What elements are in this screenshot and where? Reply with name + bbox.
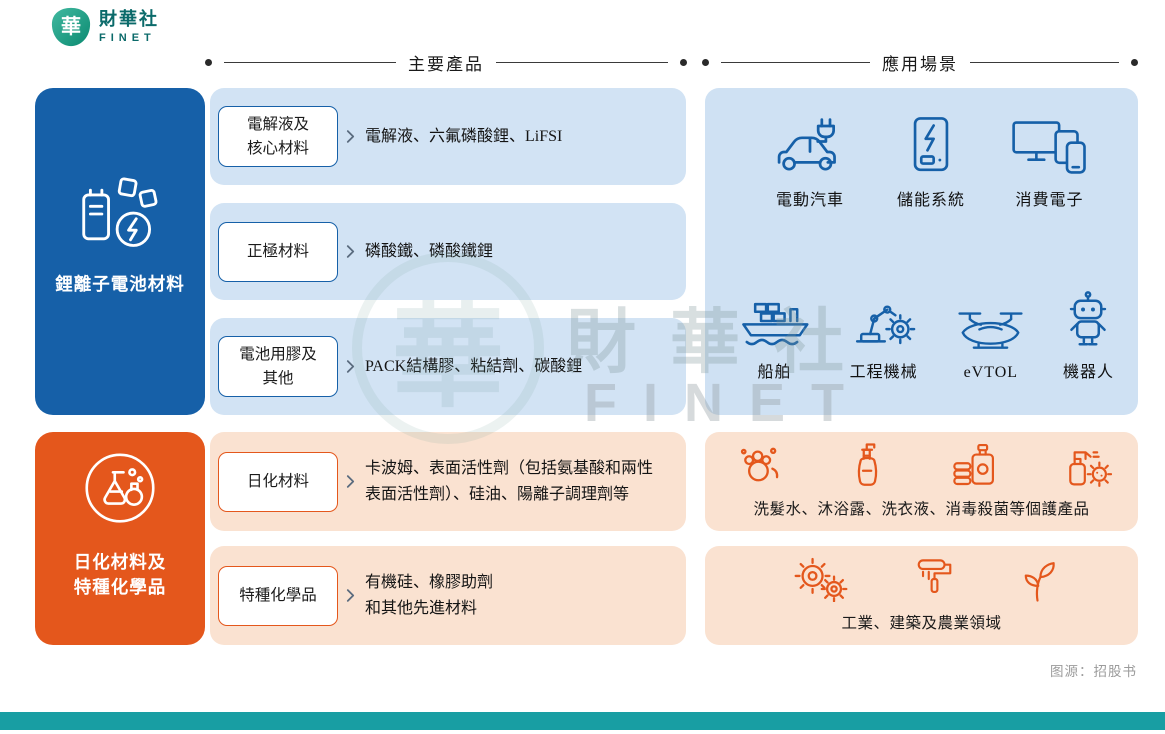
evtol-icon xyxy=(958,312,1023,349)
category-daily-specialty-chemicals: 日化材料及 特種化學品 xyxy=(35,432,205,645)
industry-label: 工業、建築及農業領域 xyxy=(841,615,1002,632)
category-label: 日化材料及 特種化學品 xyxy=(73,552,167,598)
app-label: 儲能系統 xyxy=(896,192,965,209)
engineering-machinery-icon xyxy=(855,305,915,345)
app-label: 消費電子 xyxy=(1015,192,1084,209)
source-note: 图源：招股书 xyxy=(1050,664,1137,679)
header-label-products: 主要產品 xyxy=(408,54,484,74)
disinfectant-spray-icon xyxy=(1069,451,1112,487)
header-line xyxy=(970,61,1119,63)
header-dot xyxy=(680,58,687,66)
battery-materials-icon xyxy=(82,177,158,247)
finet-logo: 華 財華社 FINET xyxy=(50,6,159,48)
plant-icon xyxy=(1024,562,1055,602)
chevron-right-icon xyxy=(346,475,355,488)
app-label: 船舶 xyxy=(757,364,792,381)
header-dot xyxy=(1131,58,1138,66)
logo-words: 財華社 FINET xyxy=(99,9,159,44)
product-row-cathode: 正極材料 磷酸鐵、磷酸鐵鋰 xyxy=(210,203,686,300)
chevron-right-icon xyxy=(346,360,355,373)
app-item-machinery: 工程機械 xyxy=(849,294,919,382)
personal-care-label: 洗髮水、沐浴露、洗衣液、消毒殺菌等個護產品 xyxy=(753,501,1090,518)
app-item-evtol: eVTOL xyxy=(953,308,1028,382)
product-desc: 有機硅、橡膠助劑 和其他先進材料 xyxy=(365,573,494,617)
energy-storage-icon xyxy=(913,117,949,172)
ev-car-icon xyxy=(777,118,836,171)
consumer-electronics-icon xyxy=(1012,121,1086,174)
product-tag-label: 電池用膠及 其他 xyxy=(239,346,317,387)
product-tag: 日化材料 xyxy=(218,451,338,512)
header-line xyxy=(496,61,668,63)
product-tag: 電池用膠及 其他 xyxy=(218,336,338,397)
product-tag-label: 電解液及 核心材料 xyxy=(246,116,309,157)
product-desc: 磷酸鐵、磷酸鐵鋰 xyxy=(365,242,494,260)
product-desc: PACK結構膠、粘結劑、碳酸鋰 xyxy=(365,357,583,375)
header-application-scenarios: 應用場景 xyxy=(702,52,1138,74)
pump-bottle-icon xyxy=(857,443,878,486)
header-dot xyxy=(702,58,709,66)
product-tag-label: 特種化學品 xyxy=(239,586,317,604)
app-item-ship: 船舶 xyxy=(735,294,814,382)
product-row-battery-adhesive: 電池用膠及 其他 PACK結構膠、粘結劑、碳酸鋰 xyxy=(210,318,686,415)
product-tag-label: 日化材料 xyxy=(246,472,309,490)
gears-icon xyxy=(794,557,848,602)
app-label: 電動汽車 xyxy=(775,192,844,209)
header-main-products: 主要產品 xyxy=(205,52,687,74)
battery-apps-row-2: 船舶 工程機械 xyxy=(735,290,1114,382)
app-label: 工程機械 xyxy=(849,364,918,381)
header-label-applications: 應用場景 xyxy=(882,54,958,74)
app-label: 機器人 xyxy=(1062,364,1114,381)
app-item-robot: 機器人 xyxy=(1063,290,1114,382)
applications-personal-care-panel: 洗髮水、沐浴露、洗衣液、消毒殺菌等個護產品 xyxy=(705,432,1138,531)
footer-teal-bar xyxy=(0,712,1165,730)
product-desc: 電解液、六氟磷酸鋰、LiFSI xyxy=(365,127,563,145)
category-label: 鋰離子電池材料 xyxy=(55,274,185,294)
product-row-daily-chemicals: 日化材料 卡波姆、表面活性劑（包括氨基酸和兩性 表面活性劑）、硅油、陽離子調理劑… xyxy=(210,432,686,531)
header-line xyxy=(224,61,396,63)
product-tag: 特種化學品 xyxy=(218,565,338,626)
app-item-energy-storage: 儲能系統 xyxy=(897,114,965,210)
battery-apps-row-1: 電動汽車 儲能系統 消費電子 xyxy=(769,114,1088,210)
product-tag: 正極材料 xyxy=(218,221,338,282)
laundry-detergent-icon xyxy=(953,444,994,486)
app-item-consumer-electronics: 消費電子 xyxy=(1011,118,1088,210)
category-lithium-battery-materials: 鋰離子電池材料 xyxy=(35,88,205,415)
logo-glyph: 華 xyxy=(61,15,81,38)
applications-battery-panel: 電動汽車 儲能系統 消費電子 xyxy=(705,88,1138,415)
chemical-flasks-icon xyxy=(85,453,155,523)
product-row-specialty-chemicals: 特種化學品 有機硅、橡膠助劑 和其他先進材料 xyxy=(210,546,686,645)
ship-icon xyxy=(742,302,809,346)
logo-name-cn: 財華社 xyxy=(99,9,159,30)
app-item-ev: 電動汽車 xyxy=(769,116,851,210)
chevron-right-icon xyxy=(346,589,355,602)
hair-wash-icon xyxy=(740,447,779,482)
header-dot xyxy=(205,58,212,66)
app-label: eVTOL xyxy=(963,364,1019,381)
header-line xyxy=(721,61,870,63)
finet-logo-icon: 華 xyxy=(51,7,91,47)
personal-care-icons-row xyxy=(735,440,1112,488)
product-tag-label: 正極材料 xyxy=(246,242,309,260)
industry-icons-row xyxy=(791,556,1058,602)
product-desc: 卡波姆、表面活性劑（包括氨基酸和兩性 表面活性劑）、硅油、陽離子調理劑等 xyxy=(365,459,654,503)
product-tag: 電解液及 核心材料 xyxy=(218,106,338,167)
logo-name-en: FINET xyxy=(99,31,156,44)
chevron-right-icon xyxy=(346,130,355,143)
paint-roller-icon xyxy=(917,559,951,593)
applications-industry-panel: 工業、建築及農業領域 xyxy=(705,546,1138,645)
robot-icon xyxy=(1070,291,1107,346)
chevron-right-icon xyxy=(346,245,355,258)
product-row-electrolyte: 電解液及 核心材料 電解液、六氟磷酸鋰、LiFSI xyxy=(210,88,686,185)
